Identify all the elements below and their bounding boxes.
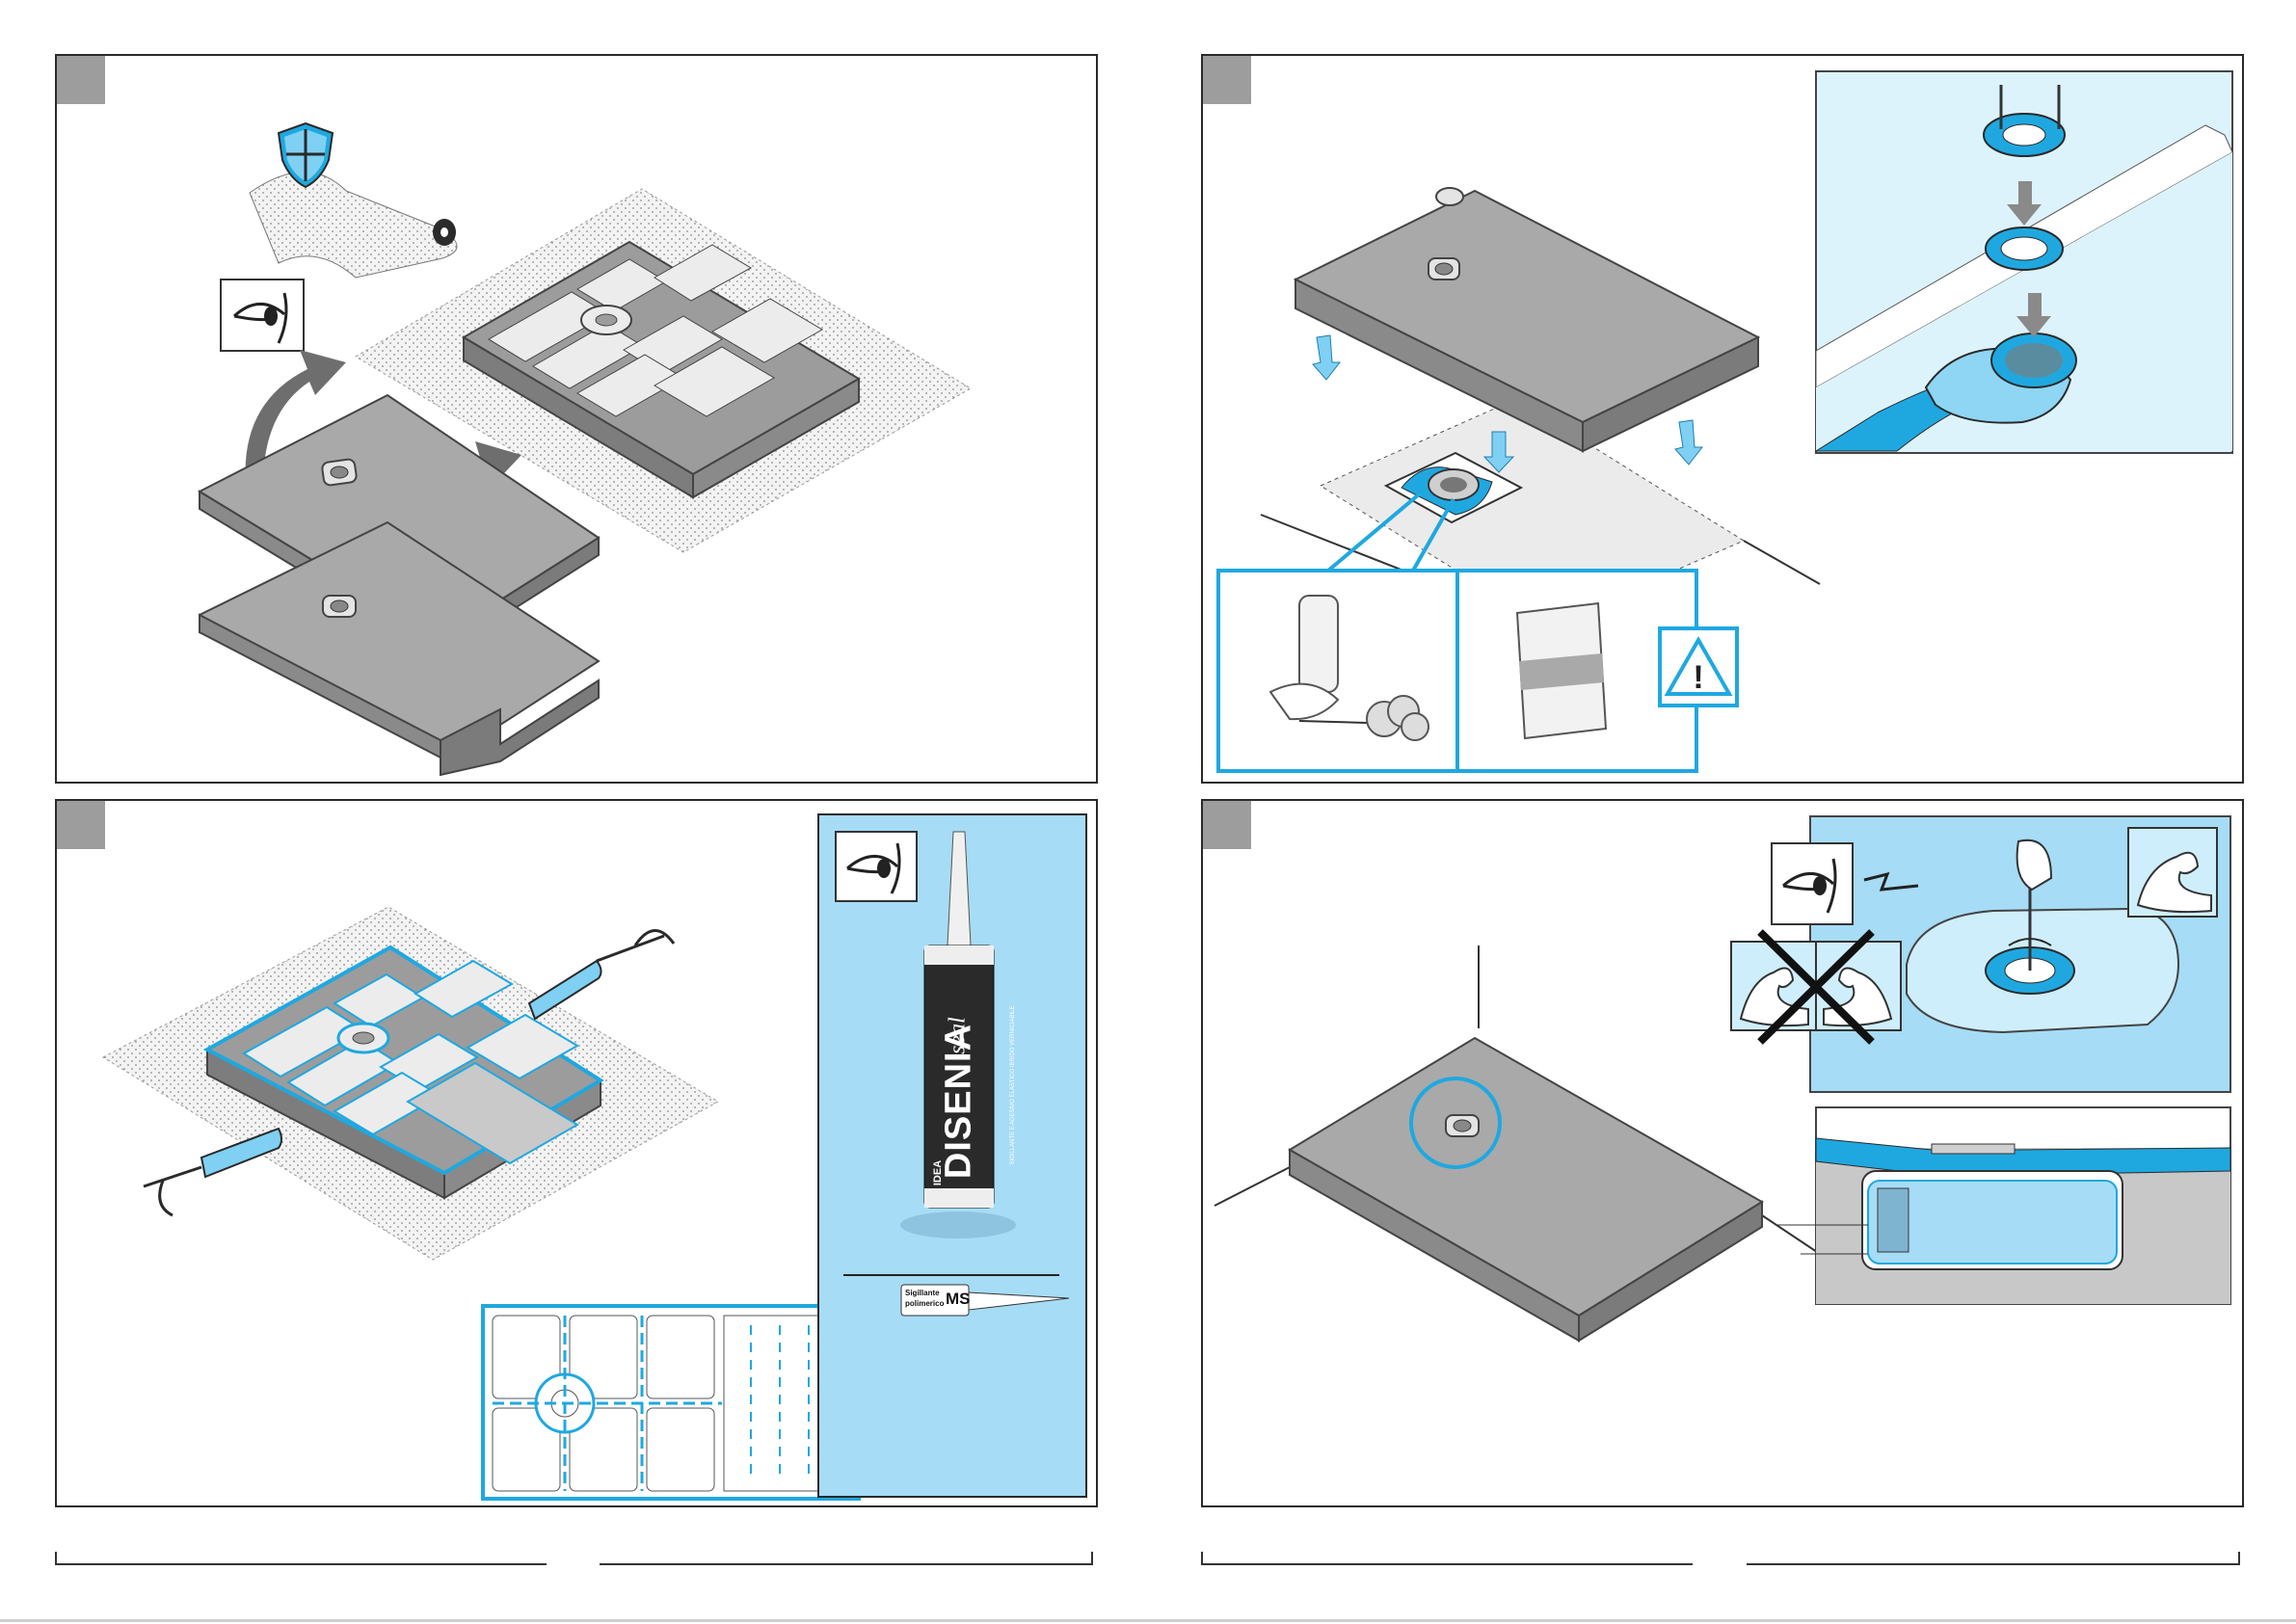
warning-symbol: ! [1693,659,1703,696]
footer-rule-left-b [600,1552,1093,1565]
cement-bag-icon [1517,603,1606,738]
step-1-illustration [57,56,1098,784]
tube-label: DISENIA seal IDEA SIGILLANTE E ADESIVO E… [924,974,994,1206]
footer-rule-left-a [55,1552,547,1565]
step-panel-4 [1201,799,2244,1507]
step-4-illustration [1203,801,2244,1507]
down-arrow-icon [1313,335,1340,380]
no-force-icon [1731,932,1901,1042]
eye-icon [836,832,917,901]
shower-tray [1295,188,1758,451]
muscle-arm-icon [2128,828,2217,917]
cartridge-label: Sigillante polimerico MS [903,1288,967,1315]
tightening-detail-panel [1731,816,2230,1092]
drain-detail-panel [1816,71,2232,453]
cartridge-line2: polimerico [905,1299,944,1308]
step-2-illustration: ! [1203,56,2244,784]
eye-icon [221,280,304,351]
caulking-gun-icon [529,930,674,1019]
tube-brand-small: IDEA [932,1154,944,1192]
top-view-diagram [483,1306,859,1499]
membrane-roll [250,172,457,278]
step-panel-3: DISENIA seal IDEA SIGILLANTE E ADESIVO E… [55,799,1098,1507]
footer-rule-right-b [1747,1552,2240,1565]
section-detail-panel [1777,1107,2230,1304]
eye-icon [1772,843,1853,924]
down-arrow-icon [1675,420,1702,465]
tube-tagline: SIGILLANTE E ADESIVO ELASTICO IBRIDO VER… [1010,970,1016,1201]
tube-brand-script: seal [946,983,972,1089]
step-panel-2: ! [1201,54,2244,784]
page-bottom-rule [0,1619,2296,1622]
caulking-gun-icon [144,1129,281,1215]
cartridge-code: MS [946,1290,971,1309]
footer-rule-right-a [1201,1552,1693,1565]
shower-tray [1290,1038,1762,1341]
warning-icon: ! [1660,628,1737,706]
step-panel-1 [55,54,1098,784]
cartridge-line1: Sigillante [905,1289,940,1297]
